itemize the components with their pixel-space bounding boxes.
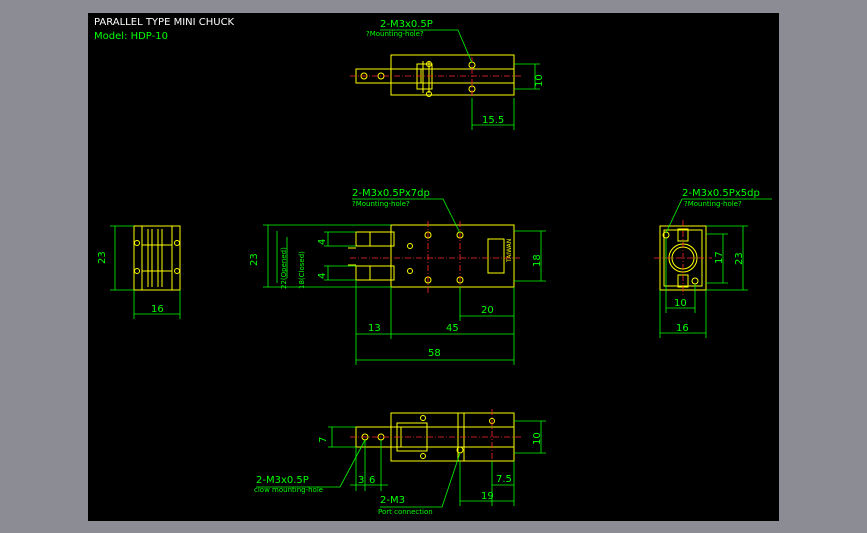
callout-claw-note: clow mounting-hole bbox=[254, 486, 323, 494]
dim-closed: 18(Closed) bbox=[298, 251, 306, 289]
dim-bottom-right-height: 10 bbox=[532, 432, 543, 445]
dim-right-height: 23 bbox=[734, 252, 745, 265]
right-view bbox=[654, 220, 712, 296]
dim-left-height: 23 bbox=[97, 251, 108, 264]
dim-jaw-top: 4 bbox=[317, 239, 328, 245]
callout-port-note: Port connection bbox=[378, 508, 433, 516]
right-view-dimensions: 17 23 10 16 2-M3x0.5Px5dp ?Mounting-hole… bbox=[659, 188, 772, 338]
dim-bottom-b: 6 bbox=[369, 475, 375, 486]
callout-right-note: ?Mounting-hole? bbox=[684, 200, 742, 208]
dim-left-width: 16 bbox=[151, 304, 164, 315]
callout-top-hole: 2-M3x0.5P bbox=[380, 19, 433, 30]
callout-right-hole: 2-M3x0.5Px5dp bbox=[682, 188, 760, 199]
dim-opened: 22(Opened) bbox=[280, 247, 288, 289]
dim-total-length: 58 bbox=[428, 348, 441, 359]
model-label: Model: HDP-10 bbox=[94, 31, 168, 42]
callout-front-hole: 2-M3x0.5Px7dp bbox=[352, 188, 430, 199]
left-view-dimensions: 23 16 bbox=[97, 225, 181, 319]
dim-bottom-offset-b: 19 bbox=[481, 491, 494, 502]
left-view bbox=[133, 225, 181, 291]
drawing-title: PARALLEL TYPE MINI CHUCK bbox=[94, 17, 235, 28]
bottom-view-dimensions: 7 10 3 6 7.5 19 2-M3x0.5P clow mounting-… bbox=[254, 420, 546, 516]
dim-front-height: 23 bbox=[249, 253, 260, 266]
dim-body-length: 45 bbox=[446, 323, 459, 334]
top-view bbox=[350, 54, 522, 98]
dim-top-offset: 15.5 bbox=[482, 115, 504, 126]
dim-bottom-offset-a: 7.5 bbox=[496, 474, 512, 485]
dim-jaw-bottom: 4 bbox=[317, 273, 328, 279]
technical-drawing: PARALLEL TYPE MINI CHUCK Model: HDP-10 1… bbox=[94, 17, 772, 516]
callout-claw-hole: 2-M3x0.5P bbox=[256, 475, 309, 486]
front-view-dimensions: 23 22(Opened) 18(Closed) 4 4 18 20 13 45 bbox=[249, 188, 546, 365]
dim-right-width: 16 bbox=[676, 323, 689, 334]
dim-top-height: 10 bbox=[534, 74, 545, 87]
cad-viewport[interactable]: PARALLEL TYPE MINI CHUCK Model: HDP-10 1… bbox=[88, 13, 779, 521]
dim-right-hole-spacing: 10 bbox=[674, 298, 687, 309]
jaw-label: TAIWAN bbox=[506, 239, 513, 263]
dim-bottom-a: 3 bbox=[358, 475, 364, 486]
callout-top-note: ?Mounting-hole? bbox=[366, 30, 424, 38]
dim-right-inner-height: 17 bbox=[714, 251, 725, 264]
callout-front-note: ?Mounting-hole? bbox=[352, 200, 410, 208]
callout-port: 2-M3 bbox=[380, 495, 405, 506]
front-view: TAIWAN bbox=[348, 221, 520, 293]
dim-front-right-height: 18 bbox=[532, 254, 543, 267]
dim-bottom-left-height: 7 bbox=[318, 437, 329, 443]
dim-jaw-length: 13 bbox=[368, 323, 381, 334]
top-view-dimensions: 10 15.5 2-M3x0.5P ?Mounting-hole? bbox=[366, 19, 545, 130]
dim-front-right-offset: 20 bbox=[481, 305, 494, 316]
bottom-view bbox=[350, 409, 522, 465]
